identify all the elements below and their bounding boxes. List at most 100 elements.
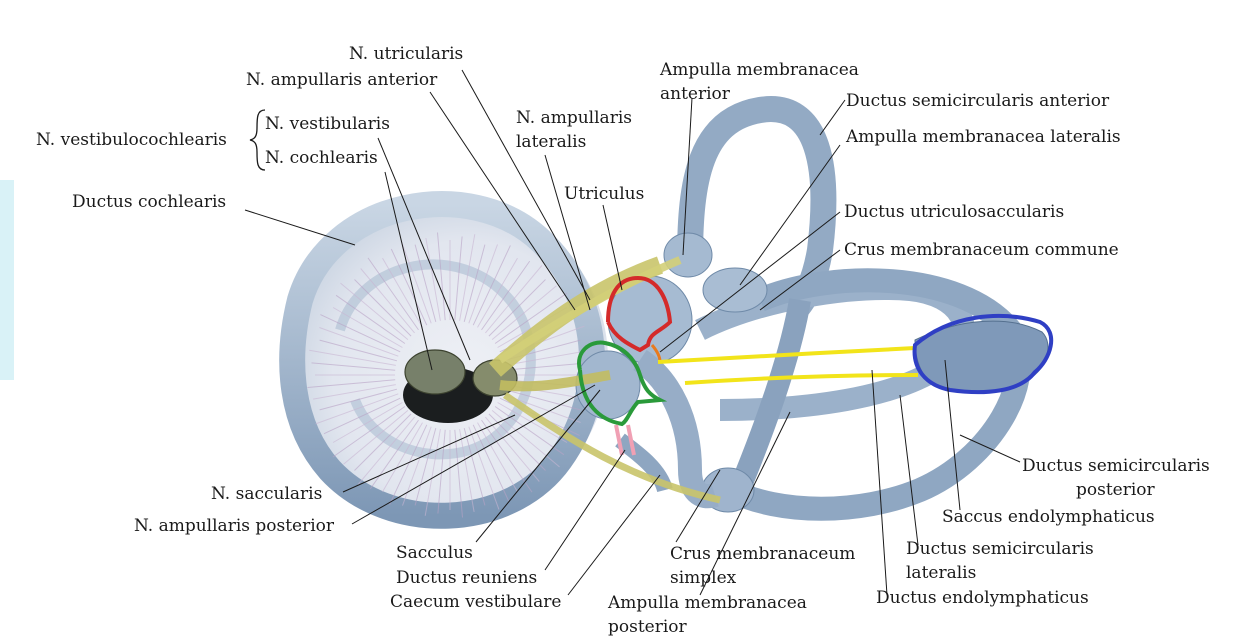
leader-n-saccularis bbox=[342, 414, 516, 493]
cochlea-striation bbox=[319, 327, 399, 357]
cochlea-striation bbox=[340, 282, 409, 340]
cochlea-striation bbox=[468, 244, 498, 324]
cochlea-striation bbox=[360, 268, 415, 334]
leader-n-ampullaris-posterior bbox=[351, 384, 596, 525]
label-n-saccularis: N. saccularis bbox=[211, 484, 323, 504]
cochlea-striation bbox=[424, 429, 441, 516]
label-ductus-cochlearis: Ductus cochlearis bbox=[72, 192, 227, 212]
cochlea-striation bbox=[313, 384, 396, 400]
label-ampulla-lateralis: Ampulla membranacea lateralis bbox=[846, 127, 1121, 147]
leader-ductus-cochlearis bbox=[244, 209, 356, 246]
cochlea-striation bbox=[494, 292, 568, 344]
cochlea-striation bbox=[390, 248, 428, 326]
cochlea-striation bbox=[485, 265, 543, 334]
cochlea-striation bbox=[332, 402, 403, 443]
cochlea-striation bbox=[494, 406, 565, 456]
cochlea-striation bbox=[343, 410, 409, 465]
label-n-vestibularis: N. vestibularis bbox=[265, 114, 390, 134]
leader-sacculus bbox=[475, 389, 601, 543]
cochlea-striation bbox=[400, 240, 432, 324]
label-ampulla-posterior-line2: posterior bbox=[608, 617, 687, 637]
cochlea-striation bbox=[307, 379, 396, 388]
label-ductus-semicircularis-lateralis-line1: Ductus semicircularis bbox=[906, 539, 1094, 559]
label-n-utricularis: N. utricularis bbox=[349, 44, 464, 64]
cochlea-striation bbox=[323, 397, 401, 435]
saccus-endolymphaticus-blue-outline bbox=[912, 313, 1054, 395]
cochlea-striation bbox=[354, 413, 412, 471]
nerve-bundles bbox=[489, 256, 721, 504]
leader-n-ampullaris-anterior bbox=[429, 91, 576, 311]
label-ductus-semicircularis-anterior: Ductus semicircularis anterior bbox=[846, 91, 1110, 111]
leader-ductus-semicircularis-anterior bbox=[819, 99, 846, 136]
leader-ampulla-anterior bbox=[682, 97, 693, 256]
label-crus-simplex-line1: Crus membranaceum bbox=[670, 544, 856, 564]
leader-ductus-semicircularis-lateralis bbox=[899, 394, 919, 546]
leader-ductus-semicircularis-posterior bbox=[959, 434, 1021, 463]
leader-ampulla-posterior bbox=[699, 411, 791, 596]
cochlea-striation bbox=[463, 244, 486, 323]
cochlea-striation bbox=[477, 257, 518, 328]
cochlea-striation bbox=[425, 238, 441, 321]
label-ductus-utriculosaccularis: Ductus utriculosaccularis bbox=[844, 202, 1065, 222]
cochlea-striation bbox=[319, 388, 398, 411]
cochlea-striation bbox=[311, 362, 396, 371]
cochlea-striation bbox=[319, 339, 398, 362]
nerve-ampullaris-posterior bbox=[503, 392, 721, 504]
label-ampulla-posterior-line1: Ampulla membranacea bbox=[608, 593, 807, 613]
leader-n-ampullaris-lateralis bbox=[544, 154, 591, 311]
cochlea-striation bbox=[382, 422, 423, 493]
cochlea-striation bbox=[369, 419, 419, 490]
cochlea-striation bbox=[481, 419, 533, 493]
cochlea-striation bbox=[454, 429, 463, 518]
cochlea-striation bbox=[497, 402, 568, 443]
cochlea-striation bbox=[472, 245, 511, 326]
edge-tint bbox=[0, 180, 14, 380]
cochlea-striation bbox=[382, 257, 423, 328]
leader-ampulla-lateralis bbox=[739, 144, 841, 286]
leader-ductus-endolymphaticus bbox=[871, 369, 888, 596]
cochlea-striation bbox=[320, 314, 401, 353]
sacculus-green-outline bbox=[577, 340, 668, 427]
cochlea-striation bbox=[389, 424, 428, 505]
label-ampulla-anterior-line1: Ampulla membranacea bbox=[660, 60, 859, 80]
cochlea-striation bbox=[309, 349, 396, 366]
leader-n-vestibularis bbox=[377, 137, 471, 361]
cochlea-striation bbox=[354, 279, 412, 337]
cochlear-nerve-stump bbox=[404, 349, 466, 395]
label-n-ampullaris-posterior: N. ampullaris posterior bbox=[134, 516, 335, 536]
leader-ductus-reuniens bbox=[544, 449, 626, 571]
cochlea-striation bbox=[437, 429, 446, 514]
leader-n-cochlearis bbox=[384, 171, 433, 371]
label-utriculus: Utriculus bbox=[564, 184, 645, 204]
vestibulocochlearis-brace bbox=[249, 109, 266, 171]
leader-ductus-utriculosaccularis bbox=[659, 211, 841, 353]
label-crus-commune: Crus membranaceum commune bbox=[844, 240, 1119, 260]
label-crus-simplex-line2: simplex bbox=[670, 568, 737, 588]
leader-crus-simplex bbox=[675, 469, 721, 543]
label-saccus-endolymphaticus: Saccus endolymphaticus bbox=[942, 507, 1155, 527]
cochlea-striation bbox=[472, 424, 510, 502]
leader-utriculus bbox=[602, 204, 623, 291]
cochlea-striation bbox=[504, 350, 587, 366]
label-sacculus: Sacculus bbox=[396, 543, 473, 563]
label-ductus-endolymphaticus: Ductus endolymphaticus bbox=[876, 588, 1089, 608]
cochlea-striation bbox=[502, 388, 581, 411]
cochlea-striation bbox=[414, 427, 437, 506]
cochlea-striation bbox=[468, 426, 500, 510]
cochlea-striation bbox=[481, 260, 531, 331]
cochlea-striation bbox=[491, 285, 557, 340]
label-ductus-reuniens: Ductus reuniens bbox=[396, 568, 538, 588]
label-ductus-semicircularis-posterior-line2: posterior bbox=[1076, 480, 1155, 500]
ampulla-anterior-shape bbox=[663, 232, 713, 278]
cochlea-striation bbox=[488, 413, 546, 471]
label-n-ampullaris-anterior: N. ampullaris anterior bbox=[246, 70, 438, 90]
nerve-bundle-upper bbox=[497, 256, 682, 364]
cochlea-striation bbox=[485, 416, 540, 482]
utriculus-red-outline bbox=[606, 275, 673, 353]
label-n-ampullaris-lateralis-line2: lateralis bbox=[516, 132, 587, 152]
leader-lines bbox=[244, 69, 1021, 596]
label-ampulla-anterior-line2: anterior bbox=[660, 84, 730, 104]
cochlea-striation bbox=[488, 279, 546, 337]
label-ductus-semicircularis-posterior-line1: Ductus semicircularis bbox=[1022, 456, 1210, 476]
